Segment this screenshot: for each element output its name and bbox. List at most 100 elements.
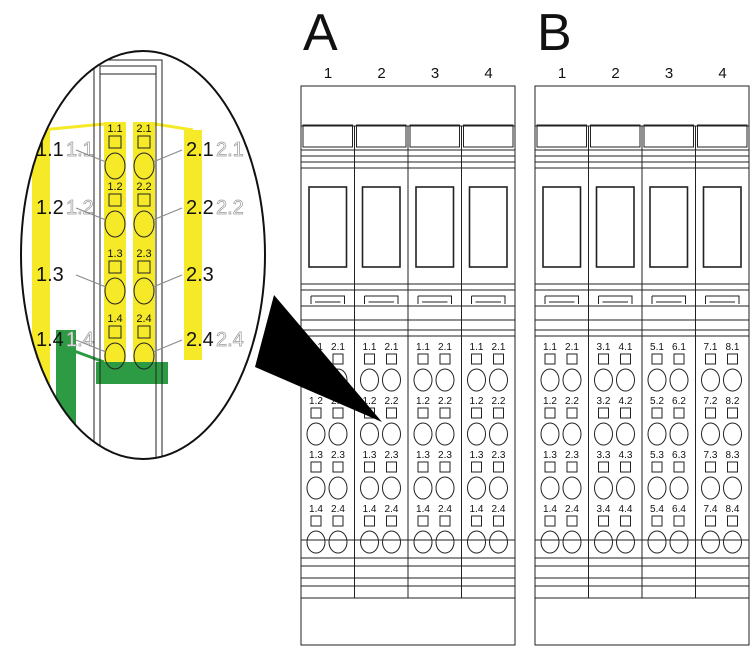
terminal-label: 6.2 — [672, 396, 686, 407]
connection-hole — [413, 476, 433, 500]
latch-bracket — [598, 295, 633, 304]
connection-hole — [723, 476, 742, 500]
led-square — [310, 461, 322, 473]
terminal-label: 7.3 — [704, 450, 718, 461]
led-square — [544, 353, 556, 365]
connection-hole — [467, 422, 486, 446]
led-square — [705, 353, 716, 365]
module-body — [461, 125, 516, 599]
module-footer — [300, 597, 516, 646]
zoom-inner-label: 1.1 — [107, 123, 122, 135]
terminal-label: 1.3 — [416, 450, 430, 461]
led-square — [417, 461, 429, 473]
module-tab — [463, 124, 514, 148]
led-square — [471, 353, 482, 365]
connection-hole — [594, 476, 613, 500]
terminal-label: 1.1 — [416, 342, 430, 353]
module-tab — [536, 124, 587, 148]
led-square — [439, 353, 451, 365]
led-square — [727, 407, 738, 419]
connection-hole — [701, 368, 720, 392]
zoom-connection-hole — [133, 152, 155, 180]
connection-hole — [467, 530, 486, 554]
connection-hole — [467, 476, 486, 500]
led-square — [439, 515, 451, 527]
connection-hole — [647, 368, 667, 392]
connection-hole — [489, 368, 508, 392]
group-letter: B — [537, 4, 572, 62]
terminal-label: 2.3 — [492, 450, 506, 461]
leader-line — [75, 207, 107, 221]
connection-hole — [382, 422, 401, 446]
connection-hole — [382, 476, 401, 500]
zoom-ellipse — [20, 50, 266, 460]
connection-hole — [669, 530, 689, 554]
connection-hole — [647, 422, 667, 446]
terminal-label: 1.2 — [309, 396, 323, 407]
terminal-label: 2.4 — [331, 504, 345, 515]
label-window — [415, 186, 455, 268]
connection-hole — [594, 422, 613, 446]
column-number: 2 — [377, 65, 385, 82]
zoom-inner-label: 2.1 — [136, 123, 151, 135]
terminal-label: 2.1 — [331, 342, 345, 353]
leader-line — [75, 149, 107, 163]
led-square — [705, 515, 716, 527]
led-square — [386, 461, 397, 473]
terminal-label: 1.4 — [416, 504, 430, 515]
column-number: 2 — [611, 65, 619, 82]
terminal-label: 2.3 — [385, 450, 399, 461]
terminal-label: 1.3 — [543, 450, 557, 461]
connection-hole — [435, 476, 455, 500]
terminal-label: 1.3 — [363, 450, 377, 461]
connection-hole — [540, 368, 560, 392]
led-square — [493, 407, 504, 419]
terminal-label: 1.4 — [543, 504, 557, 515]
terminal-label: 2.1 — [492, 342, 506, 353]
label-window — [702, 186, 742, 268]
terminal-label: 4.1 — [619, 342, 633, 353]
led-square — [651, 407, 663, 419]
led-square — [727, 353, 738, 365]
zoom-connection-hole — [104, 152, 126, 180]
connection-hole — [540, 530, 560, 554]
connection-hole — [306, 422, 326, 446]
terminal-label: 3.1 — [597, 342, 611, 353]
led-square — [673, 353, 685, 365]
terminal-label: 1.1 — [470, 342, 484, 353]
led-square — [439, 461, 451, 473]
leader-line — [152, 339, 183, 353]
connection-hole — [669, 368, 689, 392]
terminal-label: 8.4 — [726, 504, 740, 515]
connection-hole — [489, 422, 508, 446]
terminal-label: 3.4 — [597, 504, 611, 515]
zoom-left-label: 1.1 — [36, 139, 64, 161]
terminal-label: 1.3 — [309, 450, 323, 461]
zoom-connection-hole — [133, 342, 155, 370]
connection-hole — [540, 422, 560, 446]
connection-hole — [562, 530, 582, 554]
green-connector — [65, 346, 105, 364]
yellow-bar-left — [32, 130, 50, 459]
module-header — [534, 85, 750, 127]
label-window — [308, 186, 348, 268]
connection-hole — [360, 476, 379, 500]
connection-hole — [413, 422, 433, 446]
label-window — [361, 186, 401, 268]
latch-bracket — [651, 295, 686, 304]
zoom-right-label: 2.1 — [186, 139, 214, 161]
led-square — [673, 407, 685, 419]
connection-hole — [382, 368, 401, 392]
label-window — [542, 186, 582, 268]
terminal-label: 1.2 — [543, 396, 557, 407]
connection-hole — [328, 422, 348, 446]
led-square — [544, 461, 556, 473]
zoom-left-label: 1.2 — [36, 197, 64, 219]
terminal-label: 4.3 — [619, 450, 633, 461]
module-tab — [643, 124, 694, 148]
terminal-label: 7.2 — [704, 396, 718, 407]
terminal-label: 2.1 — [385, 342, 399, 353]
zoom-led-square — [108, 193, 122, 207]
